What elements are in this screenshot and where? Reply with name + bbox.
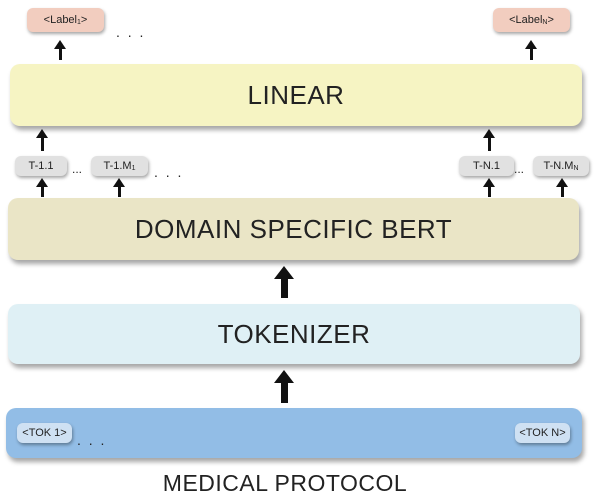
arrow-up-tokenizer-bert xyxy=(274,266,294,298)
tokenizer-layer-label: TOKENIZER xyxy=(217,318,371,349)
arrow-up-t11-linear xyxy=(36,129,48,151)
label-first-close: > xyxy=(80,14,88,26)
label-first-sub: 1 xyxy=(77,18,81,26)
token-tn1-text: T-N.1 xyxy=(473,160,500,172)
label-first-text: <Label xyxy=(43,14,77,26)
token-tnm-text: T-N.M xyxy=(543,160,574,172)
input-layer xyxy=(6,408,582,458)
token-tnm-sub: N xyxy=(573,164,579,172)
label-ellipsis: . . . xyxy=(116,24,146,40)
arrow-up-bert-t11 xyxy=(36,178,48,197)
arrow-up-bert-tnm xyxy=(556,178,568,197)
label-last-sub: N xyxy=(542,18,548,26)
arrow-up-bert-t1m xyxy=(113,178,125,197)
arrow-up-tn1-linear xyxy=(483,129,495,151)
arrow-up-label-last xyxy=(525,40,537,60)
token-t1m-sub: 1 xyxy=(131,164,136,172)
input-token-last-text: <TOK N> xyxy=(519,427,566,439)
token-tn1: T-N.1 xyxy=(459,156,514,176)
token-t1m-text: T-1.M xyxy=(103,160,132,172)
token-t11-text: T-1.1 xyxy=(28,160,54,172)
arrow-up-input-tokenizer xyxy=(274,370,294,403)
linear-layer: LINEAR xyxy=(10,64,582,126)
arrow-up-bert-tn1 xyxy=(483,178,495,197)
token-ellipsis-small-left: ... xyxy=(72,162,83,176)
input-token-first-text: <TOK 1> xyxy=(22,427,67,439)
diagram-caption: MEDICAL PROTOCOL xyxy=(162,470,408,496)
arrow-up-label-first xyxy=(54,40,66,60)
bert-layer-label: DOMAIN SPECIFIC BERT xyxy=(134,213,453,244)
tokenizer-layer: TOKENIZER xyxy=(8,304,580,364)
input-ellipsis: . . . xyxy=(77,432,107,448)
label-last-text: <Label xyxy=(509,14,543,26)
input-token-last: <TOK N> xyxy=(515,423,570,443)
input-token-first: <TOK 1> xyxy=(17,423,72,443)
linear-layer-label: LINEAR xyxy=(247,79,345,110)
token-t11: T-1.1 xyxy=(15,156,67,176)
token-ellipsis-small-right: ... xyxy=(514,162,525,176)
label-last-close: > xyxy=(547,14,554,26)
bert-layer: DOMAIN SPECIFIC BERT xyxy=(8,198,579,260)
token-ellipsis-middle: . . . xyxy=(154,164,184,180)
